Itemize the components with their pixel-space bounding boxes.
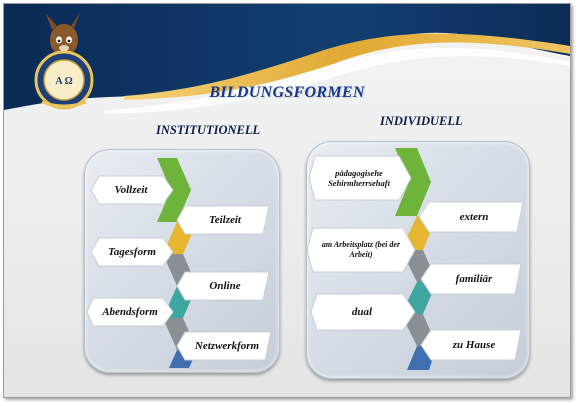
heading-institutionell: INSTITUTIONELL: [156, 123, 261, 137]
page-title: BILDUNGSFORMEN: [209, 84, 365, 101]
item-am-arbeitsplatz: am Arbeitsplatz (bei der Arbeit): [321, 240, 401, 259]
item-paedagogische-schirmherrschaft: pädagogisehe Sehirmherrsehaft: [328, 168, 390, 188]
panel-individuell: pädagogisehe Sehirmherrsehaft extern am …: [306, 141, 530, 379]
heading-individuell: INDIVIDUELL: [380, 114, 463, 128]
left-chevron-graphic: [86, 158, 272, 368]
header-banner: [4, 4, 570, 114]
item-online: Online: [209, 280, 241, 292]
squirrel-mascot-icon: [46, 13, 80, 56]
item-tagesform: Tagesform: [108, 246, 156, 258]
item-dual: dual: [351, 306, 373, 318]
item-teilzeit: Teilzeit: [209, 214, 241, 226]
panel-institutionell: Vollzeit Teilzeit Tagesform Online Abend…: [84, 149, 280, 373]
slide-frame: A Ω BILDUNGSFORMEN INSTITUTIONELL INDIVI…: [3, 3, 571, 398]
item-vollzeit: Vollzeit: [114, 184, 148, 196]
item-zu-hause: zu Hause: [452, 339, 496, 351]
item-netzwerkform: Netzwerkform: [194, 340, 260, 352]
item-abendsform: Abendsform: [102, 306, 158, 318]
item-extern: extern: [459, 211, 489, 223]
school-logo: A Ω: [34, 13, 94, 110]
logo-text: A Ω: [55, 76, 72, 87]
right-chevron-graphic: [307, 148, 524, 370]
item-familiaer: familiär: [455, 273, 493, 285]
